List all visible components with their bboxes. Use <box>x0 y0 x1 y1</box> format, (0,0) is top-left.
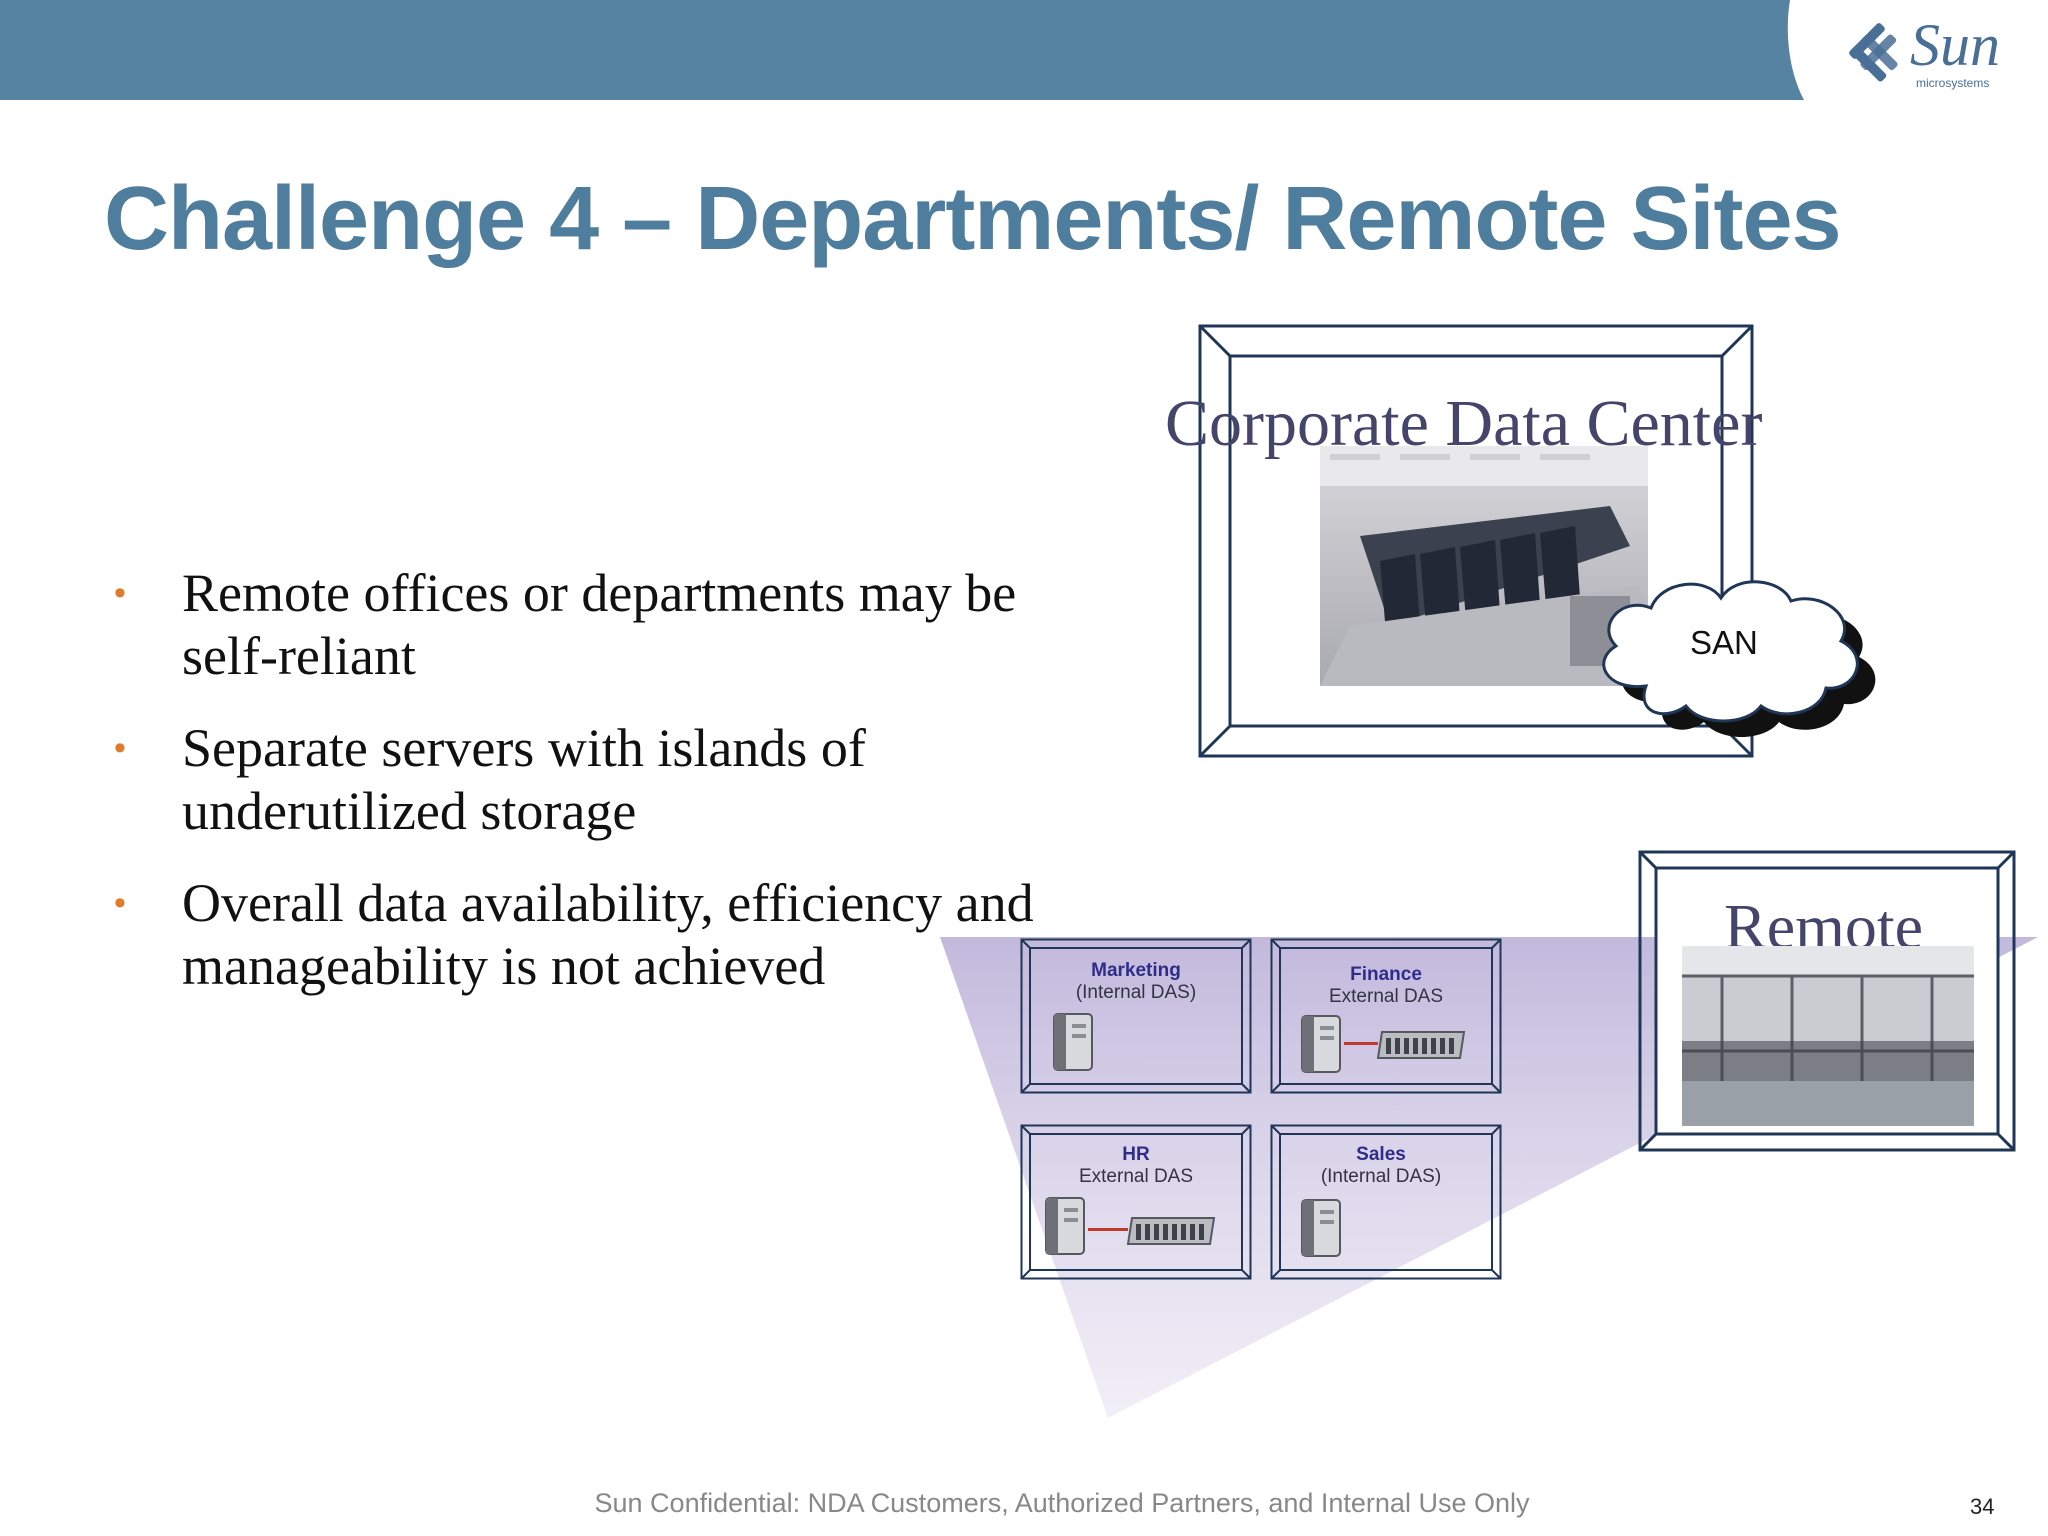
san-cloud-icon <box>1602 580 1876 737</box>
bullet-item: • Separate servers with islands of under… <box>112 717 1042 843</box>
dept-storage: External DAS <box>1078 1166 1194 1187</box>
dept-box-finance: Finance External DAS <box>1270 938 1502 1094</box>
server-icon <box>1045 1197 1085 1255</box>
bullet-text: Remote offices or departments may be sel… <box>182 563 1017 686</box>
dept-storage: (Internal DAS) <box>1320 1166 1442 1187</box>
dept-box-marketing: Marketing (Internal DAS) <box>1020 938 1252 1094</box>
dept-box-hr: HR External DAS <box>1020 1124 1252 1280</box>
header-band <box>0 0 1804 100</box>
san-label: SAN <box>1690 624 1758 661</box>
bullet-text: Separate servers with islands of underut… <box>182 718 866 841</box>
dept-box-frame <box>1270 938 1502 1094</box>
storage-array-icon <box>1376 1031 1466 1059</box>
server-icon <box>1301 1199 1341 1257</box>
dept-box-frame <box>1020 1124 1252 1280</box>
dept-storage: External DAS <box>1328 986 1444 1007</box>
dept-name: Finance <box>1350 964 1422 985</box>
bullet-item: • Remote offices or departments may be s… <box>112 562 1042 688</box>
server-icon <box>1301 1015 1341 1073</box>
corporate-data-center-label: Corporate Data Center <box>1165 387 1763 460</box>
bullet-dot: • <box>114 574 126 612</box>
bullet-dot: • <box>114 884 126 922</box>
sun-logo: Sun microsystems <box>1846 14 2016 94</box>
dept-name: Marketing <box>1091 960 1181 981</box>
storage-array-icon <box>1126 1217 1216 1245</box>
sun-logo-mark-icon <box>1849 23 1898 82</box>
bullet-dot: • <box>114 729 126 767</box>
dept-storage: (Internal DAS) <box>1075 982 1197 1003</box>
logo-tagline: microsystems <box>1916 76 1990 90</box>
remote-office-photo <box>1682 946 1974 1126</box>
das-link-line <box>1344 1042 1378 1045</box>
server-icon <box>1053 1013 1093 1071</box>
dept-name: Sales <box>1356 1144 1406 1165</box>
das-link-line <box>1088 1228 1128 1231</box>
dept-name: HR <box>1122 1144 1150 1165</box>
confidentiality-footer: Sun Confidential: NDA Customers, Authori… <box>594 1488 1530 1518</box>
bullet-list: • Remote offices or departments may be s… <box>112 562 1042 1027</box>
slide-title: Challenge 4 – Departments/ Remote Sites <box>104 169 1842 269</box>
bullet-text: Overall data availability, efficiency an… <box>182 873 1034 996</box>
dept-box-sales: Sales (Internal DAS) <box>1270 1124 1502 1280</box>
bullet-item: • Overall data availability, efficiency … <box>112 872 1042 998</box>
dept-box-frame <box>1020 938 1252 1094</box>
page-number: 34 <box>1970 1494 1995 1519</box>
logo-brand: Sun <box>1910 12 2000 78</box>
datacenter-photo <box>1320 446 1648 686</box>
dept-box-frame <box>1270 1124 1502 1280</box>
